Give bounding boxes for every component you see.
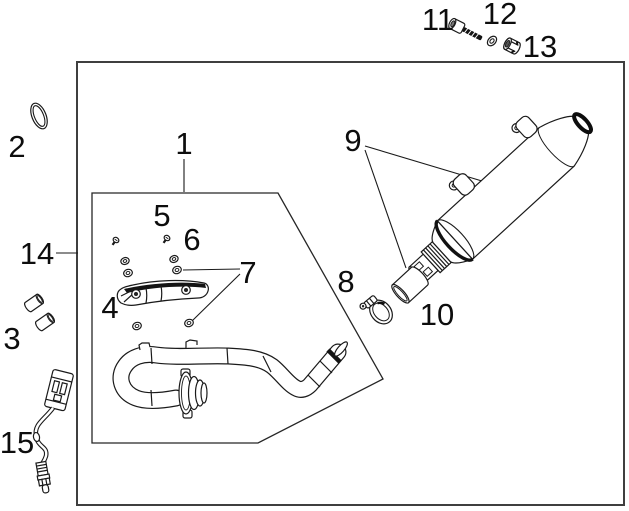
- leader-line-7b: [191, 273, 241, 322]
- leader-line-9a: [364, 145, 493, 185]
- part-label-2: 2: [8, 129, 25, 164]
- part-label-3: 3: [3, 321, 20, 356]
- part-3-spacers: [24, 293, 55, 332]
- pipe-tab-1: [138, 342, 151, 351]
- screw-2: [162, 234, 171, 244]
- pipe-dark-band: [326, 348, 342, 364]
- part-label-13: 13: [523, 29, 557, 64]
- outer-border: [76, 61, 625, 506]
- sensor-body: [35, 460, 51, 494]
- part-label-9: 9: [344, 123, 361, 158]
- inner-panel-outline: [91, 192, 384, 444]
- part-10-sleeve: [391, 266, 429, 304]
- part-label-4: 4: [101, 290, 118, 325]
- leader-line-7a: [182, 268, 241, 271]
- spacer-1: [24, 293, 44, 313]
- pipe-tab-2: [185, 339, 198, 348]
- part-8-clamp: [359, 295, 393, 325]
- part-11-bolt: [448, 17, 483, 41]
- bolt-shaft: [461, 26, 483, 41]
- muffler-tab-2: [511, 115, 538, 139]
- screw-1: [111, 236, 120, 246]
- leader-lines: [56, 145, 493, 322]
- pipe-flange: [178, 368, 208, 419]
- pipe-open-end: [334, 341, 348, 357]
- part-labels: 1 2 3 4 5 6 7 8 9 10 11 12 13 14 15: [0, 0, 557, 460]
- leader-line-9b: [364, 149, 407, 269]
- part-4-heat-shield: [116, 279, 209, 306]
- muffler-end-cap-dark-edge: [434, 219, 474, 262]
- pipe-body: [113, 344, 346, 408]
- part-label-14: 14: [20, 236, 54, 271]
- part-7-washers: [132, 265, 194, 331]
- bolt-socket: [450, 20, 456, 28]
- part-label-1: 1: [175, 126, 192, 161]
- part-label-5: 5: [153, 198, 170, 233]
- part-6-washers: [120, 254, 179, 278]
- muffler-tab-1: [448, 173, 475, 196]
- part-2-gasket-ring: [30, 102, 48, 130]
- part-label-8: 8: [337, 264, 354, 299]
- sensor-connector: [44, 369, 74, 412]
- part-label-12: 12: [483, 0, 517, 31]
- muffler-outlet-tip: [572, 112, 593, 135]
- part-label-7: 7: [239, 255, 256, 290]
- header-pipe: [112, 339, 348, 419]
- part-15-oxygen-sensor: [32, 369, 74, 494]
- gasket-ring-outer: [30, 102, 48, 130]
- part-13-nut: [503, 37, 521, 55]
- spacer-2: [35, 312, 55, 332]
- part-label-15: 15: [0, 425, 34, 460]
- sleeve-open-end: [391, 283, 410, 304]
- pipe-weld-seams: [150, 347, 333, 407]
- part-label-10: 10: [420, 297, 454, 332]
- nut-hole: [504, 39, 511, 48]
- muffler-cone-shoulder: [537, 127, 575, 168]
- shield-screw-right: [184, 288, 188, 292]
- flange-stub-end: [200, 382, 208, 404]
- part-9-muffler: [408, 112, 593, 285]
- inlet-slot-2: [422, 266, 434, 278]
- muffler-end-dome: [431, 219, 474, 264]
- part-label-11: 11: [422, 2, 454, 37]
- part-label-6: 6: [183, 222, 200, 257]
- part-5-screws: [111, 234, 171, 246]
- part-12-washer: [486, 35, 498, 47]
- wire-grommet: [32, 431, 41, 443]
- shield-screw-left: [134, 292, 138, 296]
